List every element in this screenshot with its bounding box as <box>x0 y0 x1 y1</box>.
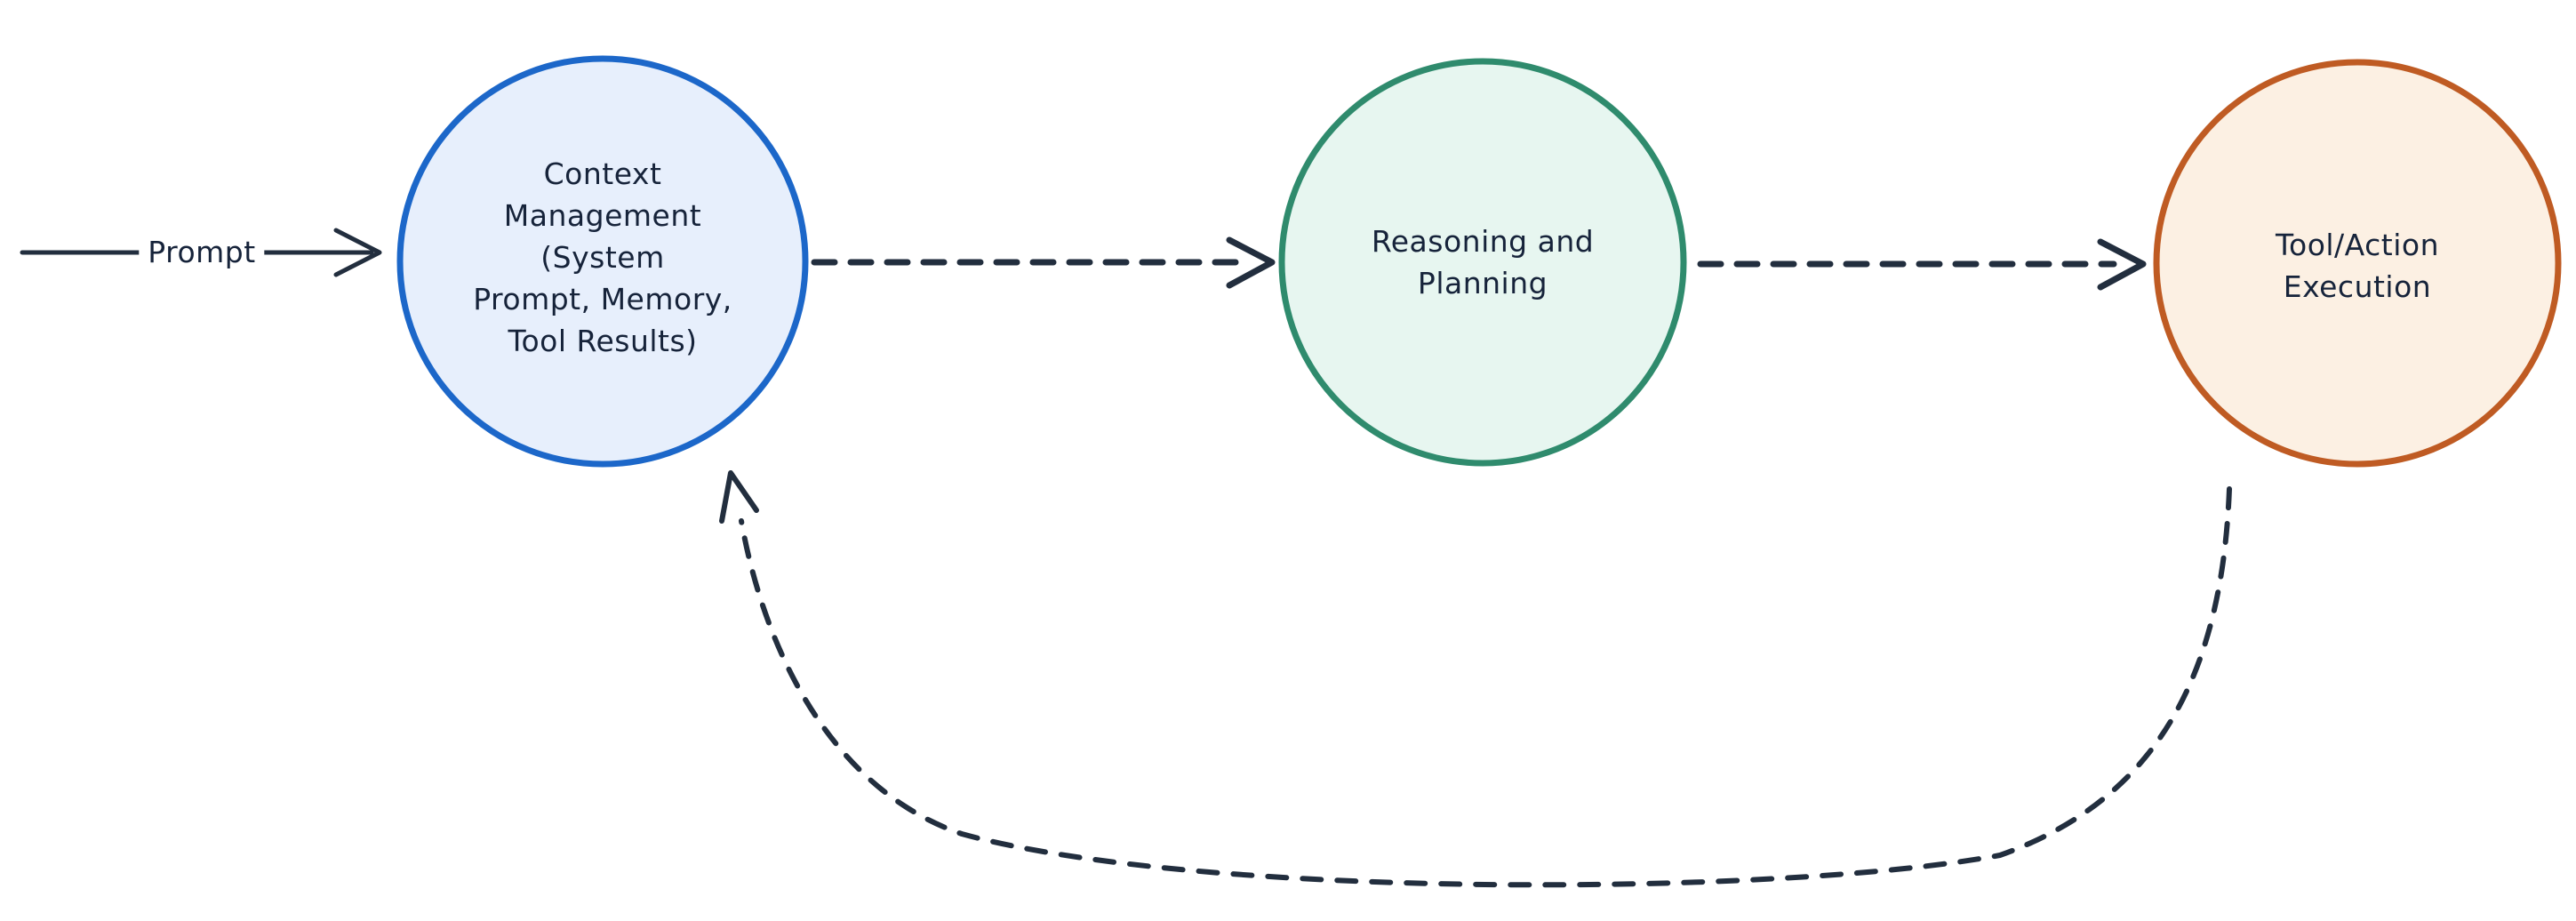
node-context-management-label: Context Management (System Prompt, Memor… <box>473 156 732 358</box>
node-tool-action-execution <box>2153 59 2562 468</box>
node-context-management <box>396 55 809 468</box>
node-reasoning-planning <box>1278 58 1687 467</box>
node-tool-action-execution-label: Tool/Action Execution <box>2275 228 2440 304</box>
tool-to-context-loop-curve <box>739 486 2232 888</box>
prompt-arrowhead-icon <box>333 228 382 277</box>
tool-to-context-arrowhead-icon <box>719 470 759 524</box>
edge-context-to-reasoning <box>811 236 1276 289</box>
reasoning-to-tool-arrowhead-icon <box>2097 238 2147 291</box>
edge-reasoning-to-tool <box>1697 238 2147 291</box>
edge-tool-to-context-loop <box>719 470 2232 888</box>
prompt-arrow-label: Prompt <box>139 236 265 269</box>
node-reasoning-planning-label: Reasoning and Planning <box>1371 224 1595 300</box>
context-to-reasoning-arrowhead-icon <box>1226 236 1276 289</box>
